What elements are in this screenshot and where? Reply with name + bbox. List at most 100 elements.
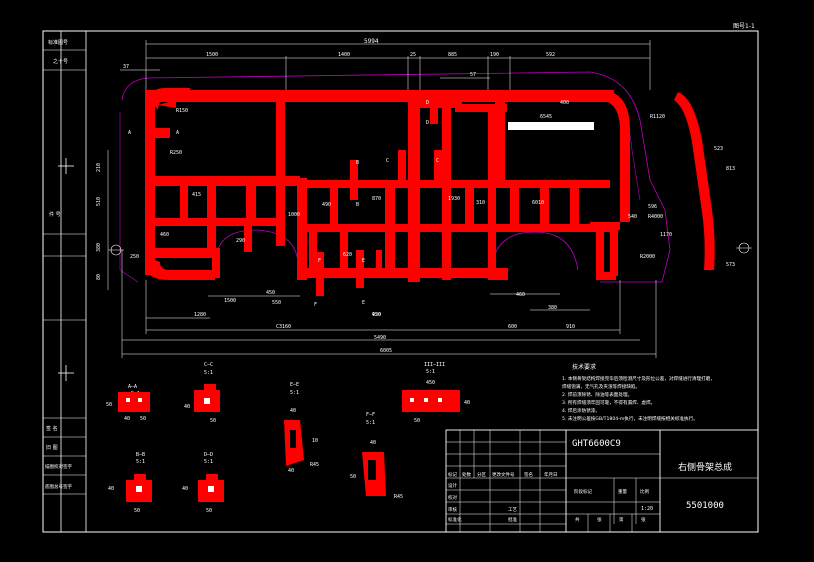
- strip-label-0: 标准图号: [48, 39, 68, 46]
- tb-footer-0: 共: [575, 516, 580, 523]
- lbl-415: 415: [192, 192, 201, 198]
- section-iii-dim-2: 50: [414, 418, 420, 424]
- front-wheel-arch: [215, 229, 299, 263]
- tb-row-1: 校对: [448, 494, 457, 501]
- section-f-dim-2: R45: [394, 494, 403, 500]
- lbl-a1: A: [128, 130, 131, 136]
- section-f-dim-0: 50: [350, 474, 356, 480]
- corner-tag: 图号1-1: [733, 23, 755, 30]
- tb-footer-2: 第: [619, 516, 624, 523]
- lbl-1170: 1170: [660, 232, 672, 238]
- tb-row-4: 工艺: [508, 507, 517, 513]
- tb-header-4: 签名: [524, 471, 533, 478]
- section-e: E—E 5:1 40 40 10 R45: [284, 382, 319, 474]
- drawing-title: 右侧骨架总成: [678, 461, 732, 473]
- section-f-scale: 5:1: [366, 420, 375, 426]
- dim-top-0: 37: [123, 64, 129, 70]
- dim-top-2: 1400: [338, 52, 350, 58]
- lbl-f2: F: [314, 302, 317, 308]
- strip-bottom-1: 旧 图: [46, 444, 58, 451]
- lbl-c1: C: [386, 158, 389, 164]
- dim-top-6: 592: [546, 52, 555, 58]
- tb-header-3: 更改文件号: [492, 471, 515, 478]
- lbl-1000: 1000: [288, 212, 300, 218]
- lbl-f1: F: [318, 258, 321, 264]
- tb-header-5: 年月日: [544, 471, 558, 478]
- lbl-450: 450: [372, 312, 381, 318]
- lbl-523: 523: [714, 146, 723, 152]
- rear-wheel-arch: [491, 231, 579, 271]
- dim-bottom-2-2: 920: [372, 312, 381, 318]
- section-iii-scale: 5:1: [426, 369, 435, 375]
- dim-bottom-1-0: 250: [130, 254, 139, 260]
- notes-title: 技术要求: [572, 363, 596, 371]
- tb-footer-3: 张: [641, 516, 646, 523]
- section-e-label: E—E: [290, 382, 299, 388]
- section-d-dim-1: 50: [206, 508, 212, 514]
- skin-outline: [121, 71, 671, 283]
- section-iii: III—III 5:1 450 40 50: [402, 362, 470, 424]
- tb-row-0: 设计: [448, 482, 457, 489]
- dim-top-4: 885: [448, 52, 457, 58]
- section-c-scale: 5:1: [204, 370, 213, 376]
- lbl-e2: E: [362, 300, 365, 306]
- dim-top-3: 25: [410, 52, 416, 58]
- strip-label-1: 之十号: [53, 58, 68, 65]
- section-c-dim-0: 40: [184, 404, 190, 410]
- outer-frame: [42, 30, 759, 533]
- section-a-dim-1: 40: [124, 416, 130, 422]
- tb-row-2: 审核: [448, 506, 457, 513]
- title-block: GHT6600C9 右侧骨架总成 5501000 1:20 标记 处数 分区 更…: [445, 429, 759, 533]
- lbl-290: 290: [236, 238, 245, 244]
- inner-dim-labels: R150 R250 415 460 290 1000 490 620 870 1…: [128, 100, 735, 318]
- tb-header-2: 分区: [477, 471, 486, 478]
- tb-header-1: 处数: [462, 471, 471, 478]
- section-iii-dim-1: 40: [464, 400, 470, 406]
- left-strip: 标准图号 之十号 件 号 签 名 旧 图 描图校对签字 底图总号签字: [43, 31, 87, 532]
- notes-line-1: 焊缝饱满，无气孔及夹渣等焊接缺陷。: [562, 383, 640, 390]
- section-a-dim-2: 50: [140, 416, 146, 422]
- notes-line-3: 3. 所有焊缝须牢固可靠，不得有漏焊、虚焊。: [562, 399, 655, 406]
- lbl-b1: B: [356, 160, 359, 166]
- lbl-870: 870: [372, 196, 381, 202]
- lbl-b2: B: [356, 202, 359, 208]
- strip-mid-label: 件 号: [49, 211, 61, 218]
- main-side-frame-view: 5994 37 1500 1400 25 885 190 592 57 250 …: [96, 38, 752, 358]
- section-c: C—C 5:1 40 50: [184, 362, 220, 424]
- notes-line-2: 2. 焊前须除锈、除油等表面处理。: [562, 391, 632, 398]
- section-e-dim-3: R45: [310, 462, 319, 468]
- section-d-dim-0: 40: [182, 486, 188, 492]
- lbl-460: 460: [160, 232, 169, 238]
- dim-top-7: 57: [470, 72, 476, 78]
- lbl-a2: A: [176, 130, 179, 136]
- dim-bottom-1-5: 380: [548, 305, 557, 311]
- dim-left-0: 210: [96, 163, 102, 172]
- lbl-620: 620: [343, 252, 352, 258]
- section-b-dim-1: 50: [134, 508, 140, 514]
- strip-bottom-0: 签 名: [46, 425, 58, 432]
- section-a-dim-0: 50: [106, 402, 112, 408]
- section-b-dim-0: 40: [108, 486, 114, 492]
- section-f-dim-1: 40: [370, 440, 376, 446]
- dim-left-3: 80: [96, 274, 102, 280]
- lbl-400: 400: [560, 100, 569, 106]
- notes-line-0: 1. 本侧骨架结构焊接完毕后须检测尺寸及形位公差，对焊缝进行清理打磨，: [562, 375, 715, 382]
- lbl-540: 540: [628, 214, 637, 220]
- dim-bottom-3-0: 5490: [374, 335, 386, 341]
- lbl-310: 310: [476, 200, 485, 206]
- lbl-6010: 6010: [532, 200, 544, 206]
- part-number: 5501000: [686, 501, 724, 511]
- dim-top-total: 5994: [364, 38, 379, 45]
- section-d-scale: 5:1: [204, 459, 213, 465]
- section-iii-dim-0: 450: [426, 380, 435, 386]
- section-b-label: B—B: [136, 452, 145, 458]
- lbl-596: 596: [648, 204, 657, 210]
- dim-top-5: 190: [490, 52, 499, 58]
- lbl-573: 573: [726, 262, 735, 268]
- dim-bottom-1-4: 460: [516, 292, 525, 298]
- section-a: A—A 5:1 50 40 50: [106, 384, 150, 422]
- dim-top-1: 1500: [206, 52, 218, 58]
- window-strip: [508, 122, 594, 130]
- lbl-d1: D: [426, 100, 429, 106]
- dim-bottom-1-1: 1500: [224, 298, 236, 304]
